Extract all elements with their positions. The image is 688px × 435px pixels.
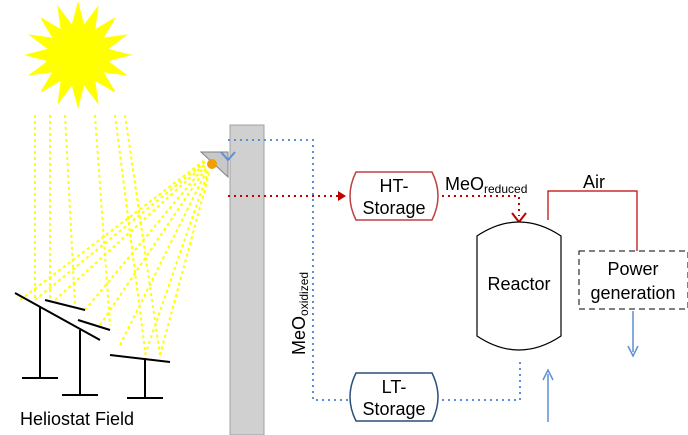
hot-flow-lines — [228, 195, 520, 216]
meo-oxidized-label: MeOoxidized — [289, 272, 311, 355]
power-generation-label-2: generation — [590, 283, 675, 303]
meo-reduced-label: MeOreduced — [445, 174, 527, 196]
heliostat-1 — [14, 292, 101, 379]
sunlight-rays — [19, 114, 210, 356]
ht-storage-label-1: HT- — [380, 176, 409, 196]
lt-storage — [349, 372, 439, 422]
cold-flow-arrow-into-receiver — [220, 151, 236, 162]
cold-flow-lines — [228, 139, 521, 401]
ht-storage-label-2: Storage — [362, 198, 425, 218]
heliostat-field-label: Heliostat Field — [20, 409, 134, 429]
receiver — [199, 151, 229, 179]
air-inlet-arrow — [542, 368, 554, 422]
power-generation-box — [578, 250, 688, 310]
air-label: Air — [583, 172, 605, 192]
tower — [229, 124, 265, 435]
reactor-label: Reactor — [487, 274, 550, 294]
heliostat-3 — [109, 354, 171, 399]
sun-icon — [24, 1, 132, 109]
air-line — [547, 190, 638, 251]
heliostat-field — [14, 292, 171, 399]
ht-storage — [349, 171, 439, 221]
exhaust-arrow — [627, 311, 639, 358]
power-generation-label-1: Power — [607, 259, 658, 279]
hot-flow-arrowhead — [338, 191, 346, 201]
lt-storage-label-1: LT- — [382, 377, 407, 397]
hot-flow-arrow-into-reactor — [511, 212, 527, 224]
reactor — [476, 221, 562, 351]
lt-storage-label-2: Storage — [362, 399, 425, 419]
heliostat-2 — [44, 299, 111, 396]
